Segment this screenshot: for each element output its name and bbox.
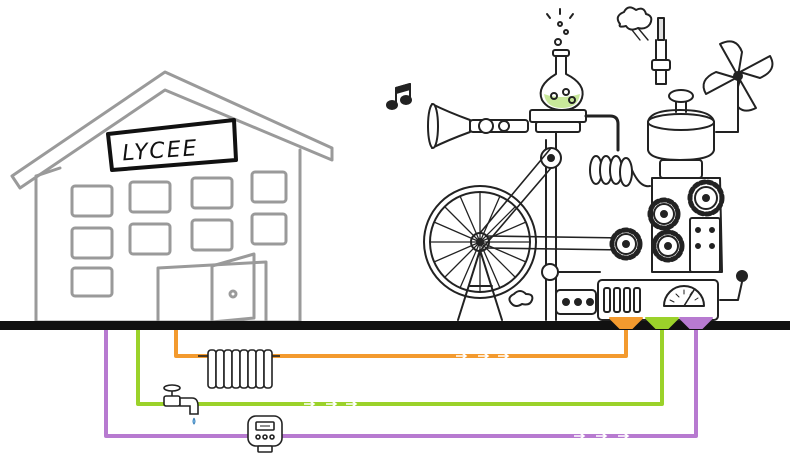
water-tap-icon — [163, 384, 199, 425]
ground-line — [0, 321, 790, 330]
window — [128, 180, 172, 214]
window — [250, 212, 288, 246]
connector-pipe — [584, 114, 620, 152]
spring-coil — [589, 155, 651, 188]
gear-icon — [609, 227, 643, 261]
water-outlet-funnel — [645, 317, 679, 329]
building-door — [210, 252, 256, 324]
exhaust-puff — [508, 290, 534, 307]
electric-meter-icon — [247, 415, 283, 453]
boiler — [647, 17, 715, 179]
water-pipe — [136, 326, 664, 406]
window — [70, 184, 114, 218]
heat-outlet-funnel — [609, 317, 643, 329]
heat-pipe — [174, 326, 628, 358]
energy-machine — [386, 6, 774, 329]
building-roof — [10, 70, 334, 190]
school-building — [10, 70, 334, 324]
roller-tank — [541, 263, 601, 315]
window — [190, 176, 234, 210]
electricity-line — [104, 326, 698, 438]
music-note-icon — [386, 83, 412, 110]
window — [70, 226, 114, 260]
drive-belt — [479, 147, 552, 252]
pinwheel-fan — [702, 40, 774, 133]
chemistry-flask — [529, 8, 587, 133]
control-panel — [597, 270, 748, 321]
school-sign: LYCEE — [106, 118, 238, 172]
underground-lines — [104, 326, 698, 438]
gear-icon — [647, 197, 681, 231]
gear-icon — [687, 179, 725, 217]
window — [190, 218, 234, 252]
spoked-wheel — [423, 185, 537, 321]
building-walls — [34, 148, 302, 324]
radiator-icon — [198, 349, 280, 389]
drive-belt — [485, 235, 627, 251]
window — [250, 170, 288, 204]
electricity-outlet-funnel — [679, 317, 713, 329]
gear-icon — [651, 229, 685, 263]
school-sign-text: LYCEE — [121, 136, 199, 166]
window — [70, 266, 114, 298]
steam-puff — [616, 6, 653, 41]
machine-cabinet — [651, 177, 723, 273]
window — [128, 222, 172, 256]
flow-arrows — [304, 352, 630, 440]
door-handle — [228, 289, 238, 299]
horn — [427, 103, 529, 149]
